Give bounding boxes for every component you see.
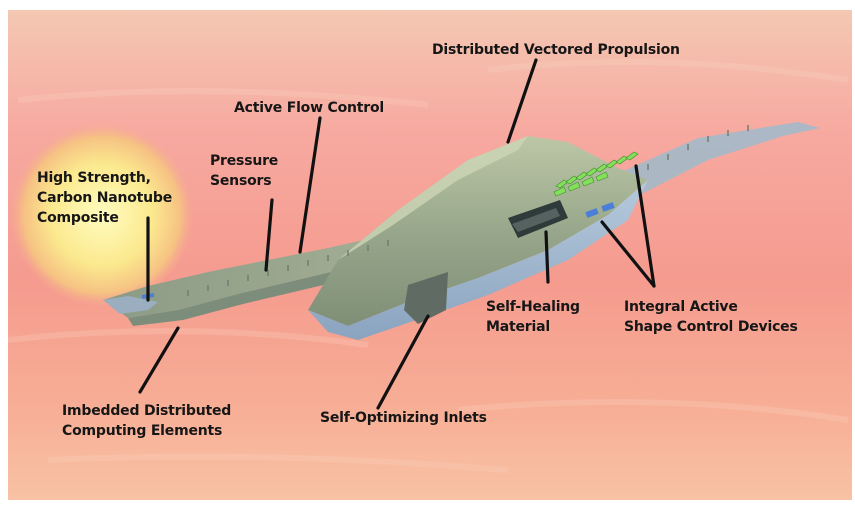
label-active-flow-control: Active Flow Control xyxy=(234,98,384,118)
label-high-strength-composite: High Strength, Carbon Nanotube Composite xyxy=(37,168,172,228)
label-imbedded-distributed-computing: Imbedded Distributed Computing Elements xyxy=(62,401,231,441)
label-self-healing-material: Self-Healing Material xyxy=(486,297,580,337)
label-integral-active-shape-control: Integral Active Shape Control Devices xyxy=(624,297,798,337)
label-pressure-sensors: Pressure Sensors xyxy=(210,151,278,191)
label-distributed-vectored-propulsion: Distributed Vectored Propulsion xyxy=(432,40,680,60)
label-self-optimizing-inlets: Self-Optimizing Inlets xyxy=(320,408,487,428)
